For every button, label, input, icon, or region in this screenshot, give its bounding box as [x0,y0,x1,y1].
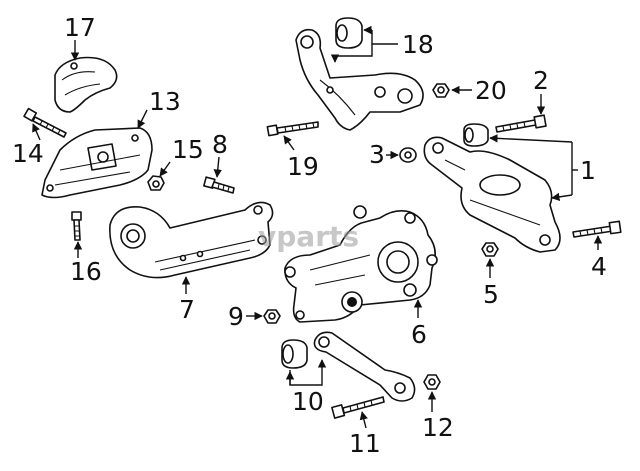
part-7-lower-arm[interactable] [109,201,274,279]
callout-6: 6 [411,320,427,349]
callout-7: 7 [179,295,195,324]
callout-10: 10 [292,387,324,416]
callout-19: 19 [287,152,319,181]
callout-13: 13 [149,87,181,116]
callout-18: 18 [402,30,434,59]
part-2-bolt[interactable] [495,114,547,133]
watermark-logo: vparts [258,220,359,253]
callout-16: 16 [70,257,102,286]
part-13-bracket[interactable] [41,127,153,199]
callout-5: 5 [483,280,499,309]
part-18-bushing[interactable] [335,17,363,49]
callout-3: 3 [369,140,385,169]
callout-17: 17 [64,13,96,42]
part-11-bolt[interactable] [331,396,385,419]
part-16-bolt[interactable] [71,211,82,241]
part-5-nut[interactable] [481,242,499,257]
callout-1: 1 [580,156,596,185]
part-1-rear-arm[interactable] [423,136,561,253]
part-10-toe-link[interactable] [313,331,416,402]
part-3-washer[interactable] [399,147,417,163]
part-9-nut[interactable] [263,309,281,324]
part-17-cover[interactable] [54,56,118,113]
callout-20: 20 [475,76,507,105]
callout-15: 15 [172,135,204,164]
callout-11: 11 [349,429,381,458]
callout-4: 4 [591,252,607,281]
callout-8: 8 [212,130,228,159]
part-12-nut[interactable] [423,374,441,390]
part-4-bolt[interactable] [572,220,622,238]
callout-2: 2 [533,66,549,95]
part-1-bushing[interactable] [463,123,489,147]
part-15-nut[interactable] [147,175,165,191]
part-6-knuckle[interactable] [284,205,438,323]
part-8-bolt[interactable] [203,176,235,194]
part-20-nut[interactable] [432,83,450,98]
callout-9: 9 [228,302,244,331]
part-19-bolt[interactable] [266,121,319,137]
callout-14: 14 [12,139,44,168]
leader-lines [32,25,603,429]
part-10-bushing[interactable] [281,339,308,369]
callout-12: 12 [422,413,454,442]
part-18-upper-arm[interactable] [295,28,424,131]
part-14-bolt[interactable] [23,107,67,138]
